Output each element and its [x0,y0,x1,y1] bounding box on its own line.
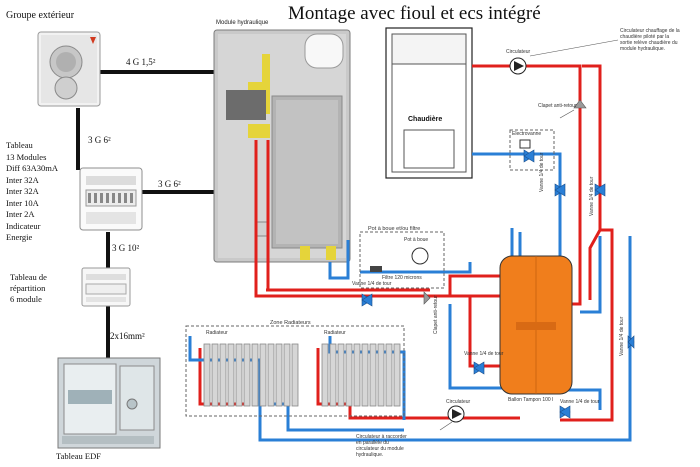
label-clapet-anti-retour-2: Clapet anti-retour [433,295,439,334]
tableau-repartition-line: répartition [10,283,46,293]
zone-radiateurs [185,325,405,417]
radiateur-2-image [321,343,401,407]
clapet-icons [423,99,587,305]
diagram-title: Montage avec fioul et ecs intégré [288,3,541,24]
label-vanne-c: Vanne 1/4 de tour [352,281,392,287]
label-electrovanne: Electrovanne [512,131,542,137]
label-vanne-d: Vanne 1/4 de tour [464,351,504,357]
circulateur-bottom-note-line: hydraulique. [356,452,384,458]
circulateur-bottom-note-line: Circulateur à raccorder [356,434,407,440]
ballon-tampon-image [499,255,573,395]
label-cable-4g: 4 G 1,5² [126,57,156,67]
leader-lines [439,39,619,431]
label-groupe-exterieur: Groupe extérieur [6,10,75,21]
tableau-line: Indicateur [6,220,41,231]
tableau-repartition-line: Tableau de [10,272,47,282]
outdoor-unit-image [37,31,101,107]
label-cable-3g6-a: 3 G 6² [88,135,111,145]
label-vanne-a: Vanne 1/4 de tour [539,152,545,192]
filtre-icon [370,266,382,272]
tableau-repartition-image [81,267,131,307]
tableau-edf-image [57,357,161,449]
circulateur-top-icon [509,57,527,75]
label-radiateur-2: Radiateur [324,330,346,336]
label-chaudiere: Chaudière [408,116,443,123]
label-pot-a-boue-title: Pot à boue et/ou filtre [368,226,421,232]
circulateur-bottom-icon [447,405,465,423]
circulateur-note: Circulateur chauffage de la chaudière pi… [620,28,680,52]
label-circulateur-bottom: Circulateur [446,399,471,405]
label-ballon: Ballon Tampon 100 l [508,397,554,403]
tableau-13-modules-image [79,167,143,231]
tableau-13-modules-text: Tableau 13 Modules Diff 63A30mA Inter 32… [6,140,58,244]
circulateur-bottom-note-line: circulateur du module [356,446,404,452]
label-module-hydraulique: Module hydraulique [216,20,269,26]
radiateur-1-image [203,343,299,407]
tableau-line: Tableau [6,140,33,150]
label-radiateur-1: Radiateur [206,330,228,336]
tableau-line: Inter 32A [6,174,39,185]
tableau-line: Inter 2A [6,209,35,219]
module-hydraulique-image [213,29,351,263]
tableau-line: Energie [6,232,33,242]
label-pot-a-boue: Pot à boue [404,237,429,243]
chaudiere-image [385,27,473,179]
circulateur-bottom-note: Circulateur à raccorder en parallèle du … [356,434,407,458]
tableau-repartition-line: 6 module [10,294,42,304]
circulateur-bottom-note-line: en parallèle du [356,440,389,446]
label-cable-2x16: 2x16mm² [110,331,145,341]
label-vanne-b: Vanne 1/4 de tour [589,176,595,216]
label-circulateur-top: Circulateur [506,49,531,55]
tableau-repartition-text: Tableau de répartition 6 module [10,272,47,305]
label-filtre: Filtre 120 microns [382,275,422,281]
pot-a-boue-zone [359,231,445,289]
label-vanne-f: Vanne 1/4 de tour [560,399,600,405]
label-cable-3g6-b: 3 G 6² [158,179,181,189]
electrovanne-icon [519,139,531,149]
electrical-cables [76,70,214,358]
tableau-line: Diff 63A30mA [6,163,59,173]
circulateur-note-line: Circulateur chauffage de la [620,28,680,34]
label-tableau-edf: Tableau EDF [56,451,101,461]
circulateur-note-line: chaudière piloté par la [620,34,670,40]
tableau-line: 13 Modules [6,151,47,162]
tableau-line: Inter 32A [6,186,39,196]
valve-icons [361,149,635,419]
label-zone-radiateurs: Zone Radiateurs [270,320,311,326]
tableau-line: Inter 10A [6,197,39,208]
electrovanne-zone [509,129,555,171]
label-cable-3g10: 3 G 10² [112,243,140,253]
pot-a-boue-icon [411,247,429,265]
circulateur-note-line: sortie relève chaudière du [620,40,678,46]
circulateur-note-line: module hydraulique. [620,46,666,52]
label-clapet-anti-retour-1: Clapet anti-retour [538,103,577,109]
label-vanne-e: Vanne 1/4 de tour [619,316,625,356]
